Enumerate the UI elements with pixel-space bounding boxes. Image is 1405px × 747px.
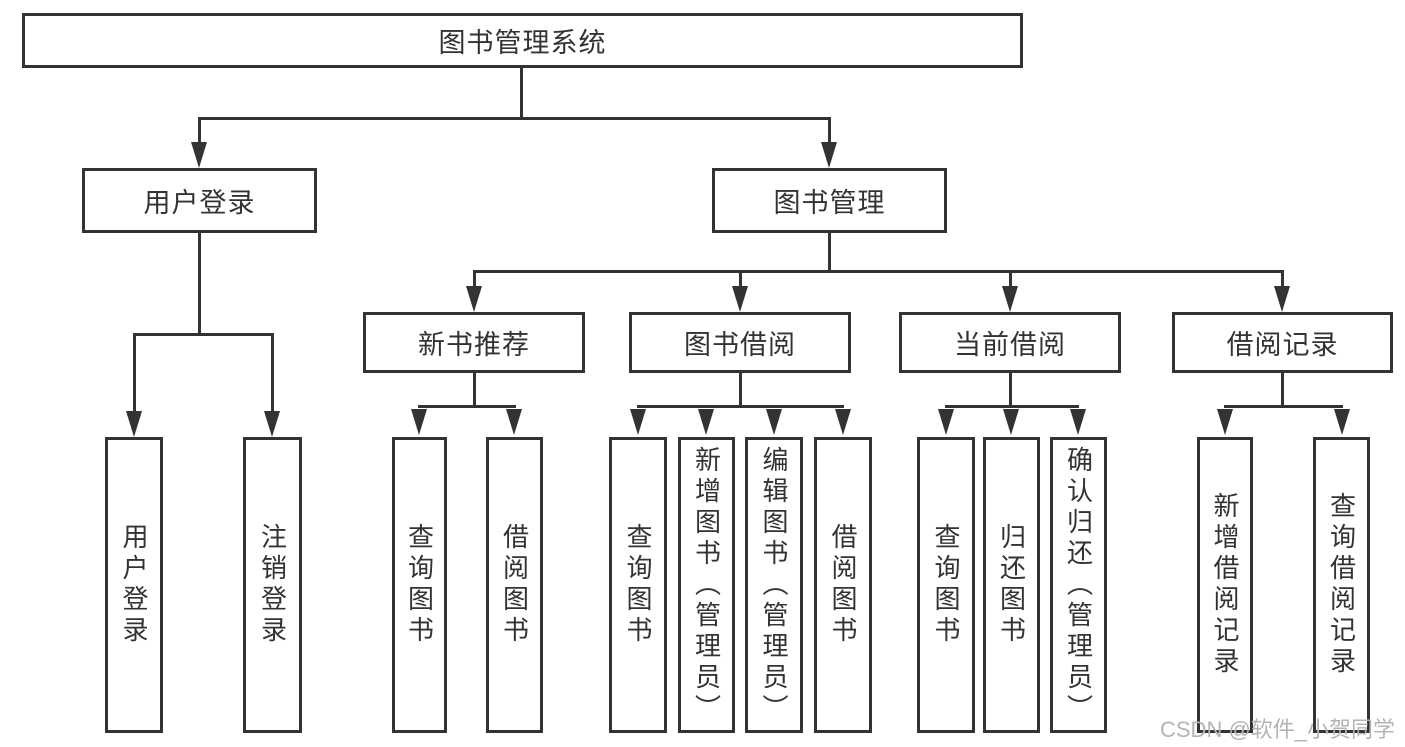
connector-line [1281,270,1284,288]
connector-arrow-down-icon [821,142,837,168]
node-book-management: 图书管理 [712,168,947,233]
connector-arrow-down-icon [1217,409,1233,435]
connector-arrow-down-icon [1003,409,1019,435]
connector-line [198,117,201,145]
node-br-query-record-label: 查询借阅记录 [1326,492,1357,678]
node-user-login-label: 用户登录 [143,188,256,218]
node-cb-query-book-label: 查询图书 [931,523,961,647]
node-current-borrow: 当前借阅 [899,312,1121,373]
node-borrow-record: 借阅记录 [1172,312,1393,373]
node-current-borrow-label: 当前借阅 [954,330,1066,360]
connector-arrow-down-icon [1334,409,1350,435]
connector-line [828,117,831,145]
node-ul-user-login-label: 用户登录 [119,523,149,647]
connector-arrow-down-icon [835,409,851,435]
node-nb-borrow-book-label: 借阅图书 [499,523,530,647]
node-cb-confirm-return-admin: 确认归还（管理员） [1050,437,1107,733]
node-nb-query-book: 查询图书 [392,437,447,733]
connector-arrow-down-icon [264,411,280,437]
node-bb-edit-book-admin: 编辑图书（管理员） [745,437,803,733]
node-book-management-label: 图书管理 [773,188,886,218]
node-bb-query-book: 查询图书 [609,437,667,733]
node-cb-confirm-return-admin-label: 确认归还（管理员） [1063,445,1094,725]
connector-arrow-down-icon [766,409,782,435]
node-bb-add-book-admin: 新增图书（管理员） [678,437,735,733]
connector-arrow-down-icon [506,409,522,435]
connector-line [198,117,830,120]
connector-line [637,405,844,408]
connector-arrow-down-icon [191,142,207,168]
node-book-borrow: 图书借阅 [629,312,851,373]
node-ul-user-login: 用户登录 [105,437,163,733]
watermark: CSDN @软件_小贺同学 [1160,717,1396,742]
connector-line [271,333,274,412]
connector-line [133,333,273,336]
node-user-login: 用户登录 [82,168,317,233]
connector-line [739,373,742,408]
connector-arrow-down-icon [411,409,427,435]
connector-line [828,233,831,273]
node-bb-add-book-admin-label: 新增图书（管理员） [691,445,722,725]
node-ul-logout-label: 注销登录 [257,523,288,647]
connector-arrow-down-icon [1070,409,1086,435]
connector-line [198,233,201,336]
connector-arrow-down-icon [698,409,714,435]
connector-line [520,68,523,118]
node-borrow-record-label: 借阅记录 [1226,330,1339,360]
connector-line [1281,373,1284,408]
node-root-label: 图书管理系统 [438,28,607,58]
connector-line [1224,405,1343,408]
connector-line [739,270,742,288]
node-ul-logout: 注销登录 [243,437,302,733]
node-new-book-recommend: 新书推荐 [363,312,585,373]
connector-arrow-down-icon [938,409,954,435]
node-br-add-record-label: 新增借阅记录 [1210,492,1240,678]
connector-arrow-down-icon [1274,286,1290,312]
connector-arrow-down-icon [732,286,748,312]
node-new-book-recommend-label: 新书推荐 [418,330,530,360]
connector-line [473,270,1284,273]
connector-line [418,405,516,408]
connector-line [1009,373,1012,408]
node-br-query-record: 查询借阅记录 [1313,437,1370,733]
node-bb-borrow-book-label: 借阅图书 [828,523,858,647]
node-nb-query-book-label: 查询图书 [404,523,435,647]
node-cb-return-book: 归还图书 [983,437,1040,733]
connector-line [133,333,136,412]
connector-line [473,270,476,288]
node-bb-edit-book-admin-label: 编辑图书（管理员） [759,445,789,725]
connector-arrow-down-icon [466,286,482,312]
node-book-borrow-label: 图书借阅 [684,330,796,360]
connector-line [1009,270,1012,288]
node-root: 图书管理系统 [22,13,1023,68]
connector-line [473,373,476,408]
connector-arrow-down-icon [1002,286,1018,312]
node-br-add-record: 新增借阅记录 [1197,437,1253,733]
connector-arrow-down-icon [630,409,646,435]
connector-line [945,405,1079,408]
node-cb-return-book-label: 归还图书 [996,523,1027,647]
node-bb-borrow-book: 借阅图书 [814,437,872,733]
node-nb-borrow-book: 借阅图书 [486,437,543,733]
connector-arrow-down-icon [126,411,142,437]
node-bb-query-book-label: 查询图书 [623,523,653,647]
node-cb-query-book: 查询图书 [917,437,975,733]
